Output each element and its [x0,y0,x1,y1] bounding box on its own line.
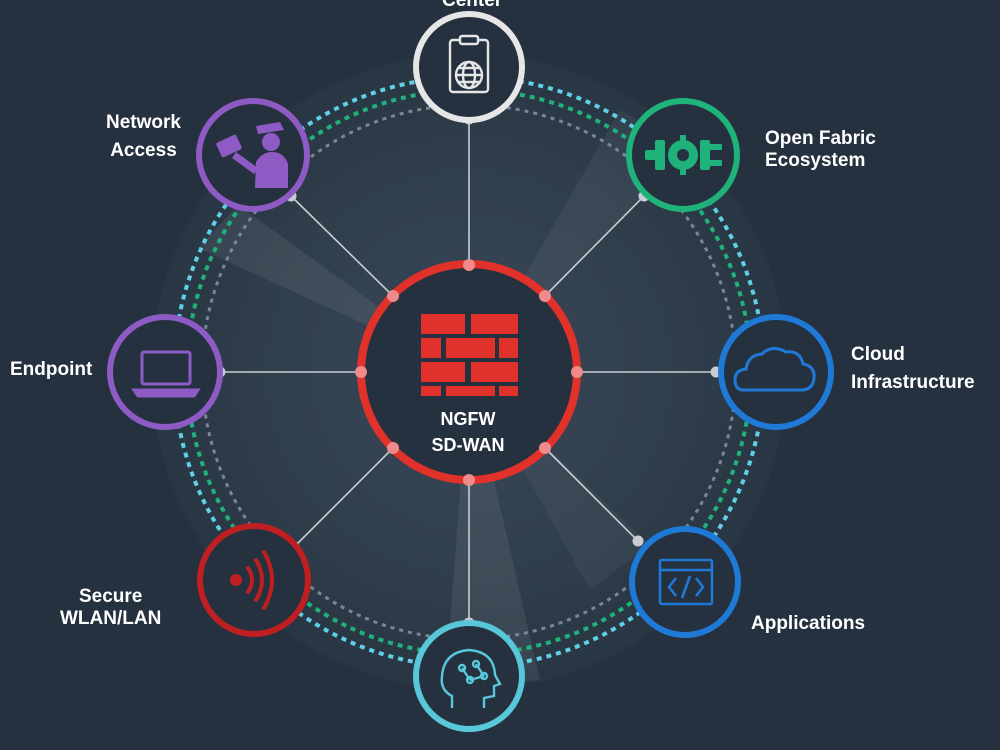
center-label: NGFW SD-WAN [393,406,543,458]
label-right-line2: Infrastructure [851,372,975,393]
label-top-text: Center [442,0,503,11]
label-bottom-left-line2: WLAN/LAN [60,608,162,629]
node-bottom-left[interactable] [197,523,311,637]
spoke-bottom-left [293,447,394,548]
label-right-line1: Cloud [851,344,905,365]
spoke-top-right [544,195,645,297]
label-top-right-line2: Ecosystem [765,150,866,171]
label-top-left-line2: Access [110,140,177,161]
firewall-brick-icon [421,314,518,396]
cloud-icon [733,347,816,392]
label-top-right: Open Fabric Ecosystem [765,126,876,174]
spoke-top-left [290,195,394,297]
wireless-signal-icon [230,550,274,610]
label-top-left: Network Access [106,110,181,164]
spoke-bottom-right [544,447,639,542]
label-bottom-left-line1: Secure [78,586,143,607]
label-bottom-right: Applications [751,611,865,637]
guard-access-icon [216,122,288,188]
label-left: Endpoint [10,357,92,383]
center-label-line2: SD-WAN [431,435,505,455]
code-window-icon [658,558,714,606]
node-bottom[interactable] [413,620,525,732]
node-top-right[interactable] [626,98,740,212]
node-top-left[interactable] [196,98,310,212]
label-top-left-line1: Network [106,112,181,133]
label-left-text: Endpoint [10,359,93,380]
clipboard-globe-icon [448,34,490,94]
node-right[interactable] [718,314,834,430]
spokes [220,119,716,623]
center-label-line1: NGFW [440,409,496,429]
node-bottom-right[interactable] [629,526,741,638]
node-left[interactable] [107,314,223,430]
ai-head-icon [440,648,502,708]
plug-gear-icon [645,135,722,175]
label-bottom-left: Secure WLAN/LAN [60,584,161,632]
label-top-right-line1: Open Fabric [765,128,876,149]
label-bottom-right-text: Applications [751,613,866,634]
label-right: Cloud Infrastructure [851,342,975,396]
node-top[interactable] [413,11,525,123]
label-top: Center [442,0,502,14]
laptop-icon [131,350,201,398]
